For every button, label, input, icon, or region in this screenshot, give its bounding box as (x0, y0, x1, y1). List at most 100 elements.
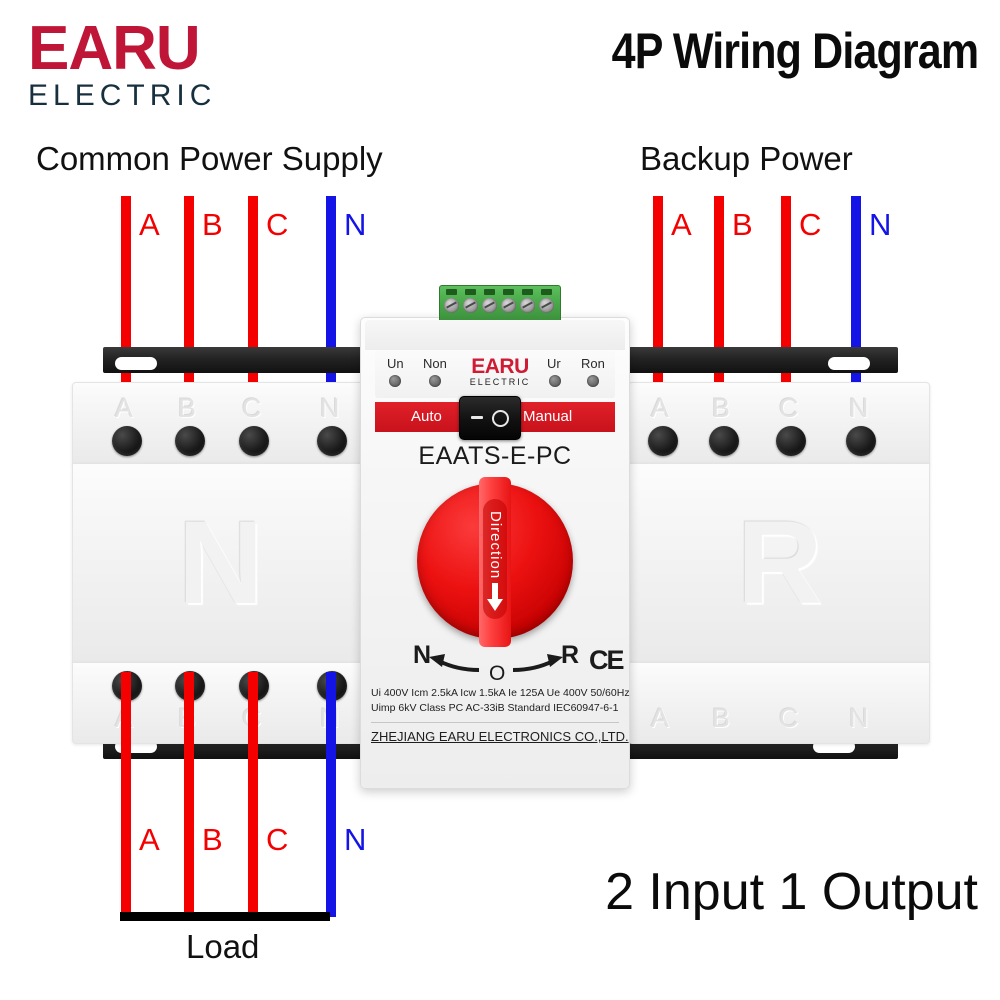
rocker-on-symbol (492, 410, 509, 427)
terminal-socket-left-top-c (239, 426, 269, 456)
led-label-non: Non (423, 356, 447, 371)
housing-left-top-letter-n: N (320, 393, 340, 423)
ce-mark-label: CE (589, 645, 624, 675)
wire-label-left-top-c: C (266, 207, 289, 242)
terminal-screw-4[interactable] (501, 298, 516, 313)
housing-right-bottom-letter-b: B (712, 703, 731, 733)
din-rail-left-slot (115, 357, 157, 370)
wire-left-top-b (184, 196, 194, 432)
din-rail-left (103, 347, 388, 373)
terminal-slot-1 (446, 289, 457, 295)
knob-arrow-left-icon (429, 654, 480, 672)
led-indicator-ron (587, 375, 599, 387)
wire-label-right-top-c: C (799, 207, 822, 242)
housing-right-top-letter-n: N (849, 393, 869, 423)
wire-label-right-top-a: A (671, 207, 692, 242)
spec-line-standard: Uimp 6kV Class PC AC-33iB Standard IEC60… (371, 702, 619, 714)
housing-right-top-letter-c: C (779, 393, 799, 423)
brand-wordmark: EARU (28, 14, 201, 83)
wire-load-n (326, 672, 336, 917)
housing-left-body: N (72, 463, 374, 663)
specification-plate: Ui 400V Icm 2.5kA Icw 1.5kA Ie 125A Ue 4… (371, 686, 630, 748)
page-title: 4P Wiring Diagram (611, 23, 978, 79)
wire-right-top-n (851, 196, 861, 432)
housing-right-bottom-terminals: A B C N (628, 662, 930, 744)
led-indicator-panel: Un Non EARU ELECTRIC Ur Ron (375, 350, 615, 398)
led-label-ur: Ur (547, 356, 561, 371)
brand-subtitle: ELECTRIC (28, 78, 217, 112)
spec-line-ratings: Ui 400V Icm 2.5kA Icw 1.5kA Ie 125A Ue 4… (371, 687, 630, 699)
terminal-slot-4 (503, 289, 514, 295)
terminal-screw-6[interactable] (539, 298, 554, 313)
wire-left-top-n (326, 196, 336, 432)
housing-right-top-letter-a: A (651, 393, 670, 423)
device-brand-subtitle: ELECTRIC (469, 377, 531, 387)
terminal-socket-left-top-n (317, 426, 347, 456)
load-label: Load (186, 928, 260, 965)
wire-label-load-a: A (139, 822, 160, 857)
terminal-slot-3 (484, 289, 495, 295)
device-top-cap (365, 320, 625, 350)
backup-power-label: Backup Power (640, 140, 853, 177)
housing-left-top-letter-a: A (115, 393, 134, 423)
terminal-slot-6 (541, 289, 552, 295)
wire-label-load-c: C (266, 822, 289, 857)
load-bus-bar (120, 912, 330, 921)
led-indicator-non (429, 375, 441, 387)
manufacturer-label: ZHEJIANG EARU ELECTRONICS CO.,LTD. (371, 722, 629, 743)
knob-position-o: O (489, 662, 506, 685)
terminal-socket-right-top-b (709, 426, 739, 456)
housing-right-top-terminals: A B C N (628, 382, 930, 464)
wire-label-left-top-b: B (202, 207, 223, 242)
device-brand-wordmark: EARU (471, 355, 529, 378)
wire-right-top-c (781, 196, 791, 432)
device-model-label: EAATS-E-PC (418, 442, 572, 470)
mode-label-manual: Manual (523, 408, 573, 425)
housing-left-top-terminals: A B C N (72, 382, 374, 464)
led-label-un: Un (387, 356, 404, 371)
terminal-screw-1[interactable] (444, 298, 459, 313)
housing-right-bottom-letter-c: C (779, 703, 799, 733)
housing-left-emboss-n: N (178, 497, 264, 629)
terminal-slot-5 (522, 289, 533, 295)
knob-position-r: R (561, 641, 580, 669)
wire-load-b (184, 672, 194, 917)
led-label-ron: Ron (581, 356, 605, 371)
wire-right-top-b (714, 196, 724, 432)
terminal-screw-2[interactable] (463, 298, 478, 313)
housing-right-bottom-letter-a: A (651, 703, 670, 733)
wire-label-left-top-a: A (139, 207, 160, 242)
terminal-socket-left-top-b (175, 426, 205, 456)
wire-load-a (121, 672, 131, 917)
wire-left-top-c (248, 196, 258, 432)
rotary-selector-knob[interactable]: Direction (417, 477, 573, 647)
green-terminal-block (439, 285, 561, 322)
io-summary-label: 2 Input 1 Output (605, 863, 978, 921)
knob-direction-label: Direction (487, 510, 504, 580)
wire-label-right-top-b: B (732, 207, 753, 242)
terminal-socket-right-top-c (776, 426, 806, 456)
device-brand-logo: EARU ELECTRIC (461, 356, 539, 389)
housing-left-top-letter-b: B (178, 393, 197, 423)
wire-label-load-b: B (202, 822, 223, 857)
led-indicator-un (389, 375, 401, 387)
terminal-slot-2 (465, 289, 476, 295)
terminal-screw-5[interactable] (520, 298, 535, 313)
housing-right-body: R (628, 463, 930, 663)
din-rail-right-slot (828, 357, 870, 370)
earu-brand-logo: EARU ELECTRIC (28, 14, 248, 112)
rocker-off-symbol (471, 416, 483, 419)
housing-right-top-letter-b: B (712, 393, 731, 423)
wire-label-left-top-n: N (344, 207, 367, 242)
terminal-socket-right-top-n (846, 426, 876, 456)
knob-arrow-right-icon (512, 654, 563, 672)
auto-manual-rocker-switch[interactable] (459, 396, 521, 440)
din-rail-right (628, 347, 898, 373)
terminal-socket-right-top-a (648, 426, 678, 456)
housing-left-top-letter-c: C (242, 393, 262, 423)
terminal-screw-3[interactable] (482, 298, 497, 313)
wire-label-load-n: N (344, 822, 367, 857)
wire-left-top-a (121, 196, 131, 432)
wire-load-c (248, 672, 258, 917)
